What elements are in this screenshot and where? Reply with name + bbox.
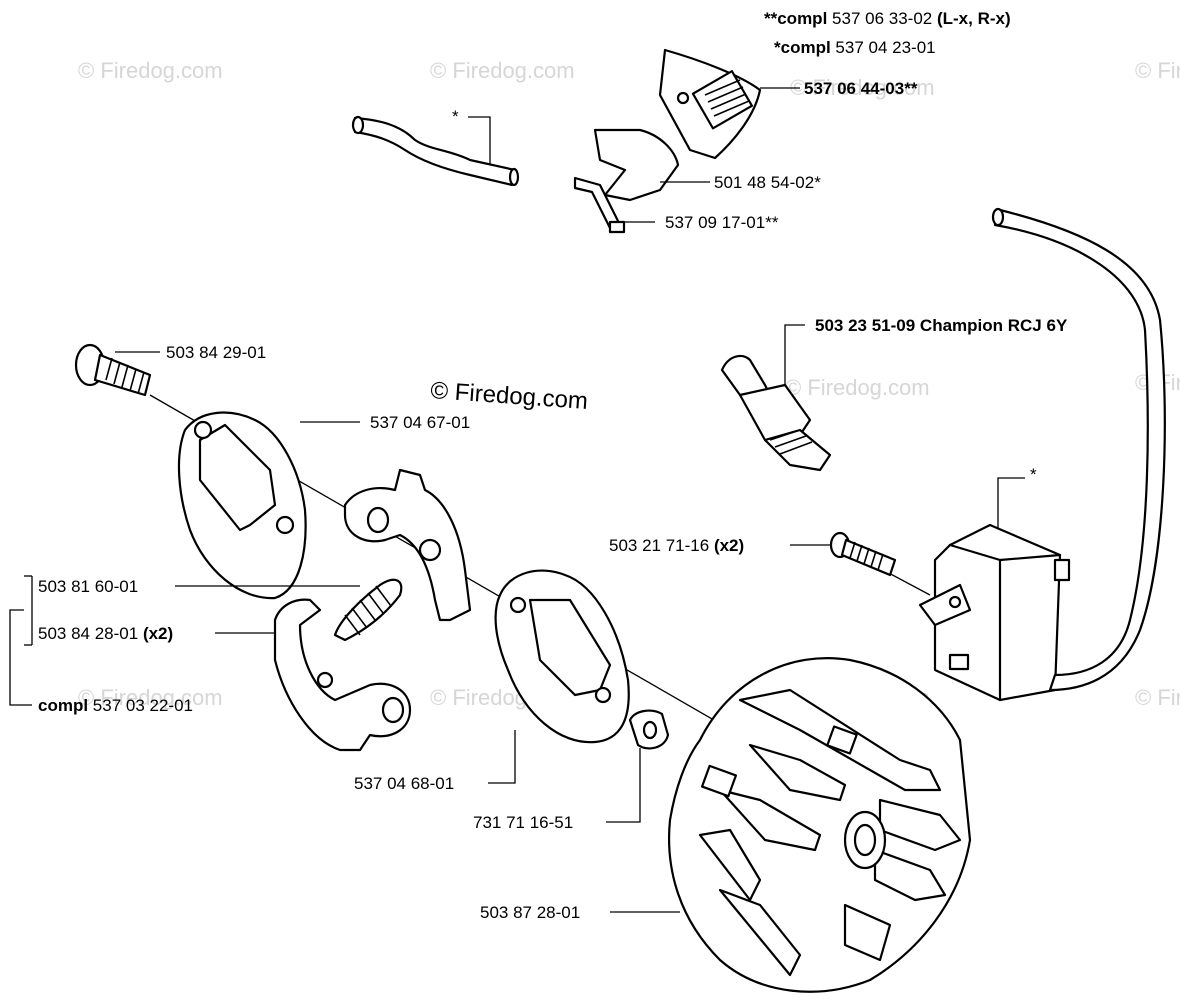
watermark-text: © Firedog.com bbox=[78, 58, 223, 83]
label-537-04-68-01: 537 04 68-01 bbox=[354, 774, 454, 793]
part-labels: **compl 537 06 33-02 (L-x, R-x) *compl 5… bbox=[38, 9, 1068, 922]
clutch-shoe-lower-part bbox=[273, 598, 412, 752]
shoulder-screw-part bbox=[74, 343, 152, 397]
filter-plate-part bbox=[593, 128, 680, 202]
nut-part bbox=[628, 709, 670, 750]
watermark-text: © Firedog.com bbox=[430, 58, 575, 83]
ignition-module-part bbox=[918, 207, 1166, 702]
label-compl-537-03-22-01: compl 537 03 22-01 bbox=[38, 696, 193, 715]
watermark-text: © Firedog.com bbox=[78, 685, 223, 710]
watermark-text: © Firedog.com bbox=[1135, 685, 1180, 710]
label-503-21-71-16: 503 21 71-16 (x2) bbox=[609, 536, 744, 555]
label-503-84-29-01: 503 84 29-01 bbox=[166, 343, 266, 362]
spark-plug-part bbox=[720, 354, 832, 472]
label-731-71-16-51: 731 71 16-51 bbox=[473, 813, 573, 832]
label-503-84-28-01: 503 84 28-01 (x2) bbox=[38, 624, 173, 643]
label-501-48-54-02: 501 48 54-02* bbox=[714, 173, 821, 192]
label-fuel-hose-star: * bbox=[452, 107, 459, 126]
label-537-06-44-03: 537 06 44-03** bbox=[804, 79, 918, 98]
watermark-text: © Firedog.com bbox=[785, 375, 930, 400]
clutch-plate-front-part bbox=[177, 411, 307, 600]
label-503-81-60-01: 503 81 60-01 bbox=[38, 577, 138, 596]
clutch-shoe-upper-part bbox=[343, 468, 472, 622]
spring-part bbox=[333, 578, 403, 642]
watermark-text: © Firedog.com bbox=[790, 75, 935, 100]
label-ignition-star: * bbox=[1030, 465, 1037, 484]
watermark-text: © Firedog.com bbox=[1135, 58, 1180, 83]
wire-clip-part bbox=[573, 176, 626, 234]
air-filter-cover-part bbox=[658, 48, 762, 160]
fuel-hose-part bbox=[351, 115, 520, 187]
label-compl-537-04-23-01: *compl 537 04 23-01 bbox=[774, 38, 936, 57]
label-537-04-67-01: 537 04 67-01 bbox=[370, 413, 470, 432]
leader-lines bbox=[9, 87, 1025, 913]
ignition-screw-part bbox=[829, 531, 897, 577]
label-537-09-17-01: 537 09 17-01** bbox=[665, 213, 779, 232]
label-503-23-51-09: 503 23 51-09 Champion RCJ 6Y bbox=[815, 316, 1068, 335]
label-compl-537-06-33-02: **compl 537 06 33-02 (L-x, R-x) bbox=[764, 9, 1011, 28]
flywheel-part bbox=[668, 657, 972, 993]
watermark-main: © Firedog.com bbox=[430, 377, 589, 415]
label-503-87-28-01: 503 87 28-01 bbox=[480, 903, 580, 922]
clutch-plate-rear-part bbox=[494, 569, 630, 744]
